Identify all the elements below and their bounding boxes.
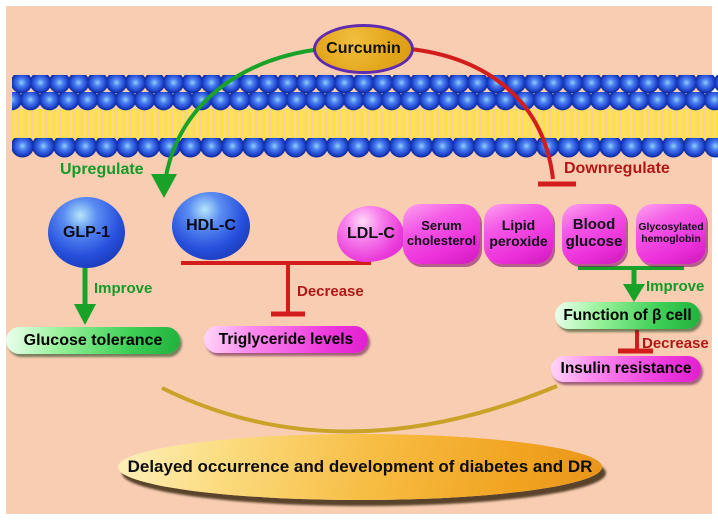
upregulate-label: Upregulate [60,161,144,178]
triglyceride-levels-label: Triglyceride levels [218,330,354,348]
hdlc-node: HDL-C [172,192,250,260]
decrease-right-label: Decrease [642,335,709,352]
membrane-head-row-top-2 [12,92,718,111]
glp1-label: GLP-1 [62,223,111,241]
glp1-node: GLP-1 [48,197,125,268]
decrease-mid-label: Decrease [297,283,364,300]
final-outcome-ellipse: Delayed occurrence and development of di… [118,434,602,500]
glucose-tolerance-pill: Glucose tolerance [6,327,180,354]
downregulate-label: Downregulate [564,160,670,177]
triglyceride-levels-pill: Triglyceride levels [204,326,368,353]
serum-cholesterol-label: Serum cholesterol [406,218,477,248]
blood-glucose-node: Blood glucose [562,204,626,264]
glycosylated-hemoglobin-label: Glycosylated hemoglobin [638,221,704,245]
serum-cholesterol-node: Serum cholesterol [403,204,480,264]
membrane-head-row-bottom [12,138,718,158]
improve-right-label: Improve [646,278,705,295]
final-outcome-label: Delayed occurrence and development of di… [127,457,593,476]
hdlc-label: HDL-C [186,217,236,234]
glucose-tolerance-label: Glucose tolerance [23,331,163,349]
blood-glucose-label: Blood glucose [565,216,623,250]
lipid-peroxide-node: Lipid peroxide [484,204,553,264]
curcumin-label: Curcumin [326,40,401,57]
insulin-resistance-pill: Insulin resistance [551,356,701,382]
lipid-peroxide-label: Lipid peroxide [489,217,548,249]
improve-left-label: Improve [94,280,153,297]
beta-cell-function-pill: Function of β cell [555,302,700,329]
beta-cell-function-label: Function of β cell [563,306,692,324]
ldlc-node: LDL-C [337,206,405,262]
ldlc-label: LDL-C [347,225,395,242]
curcumin-node: Curcumin [313,24,414,74]
glycosylated-hemoglobin-node: Glycosylated hemoglobin [636,204,706,264]
insulin-resistance-label: Insulin resistance [560,360,692,377]
